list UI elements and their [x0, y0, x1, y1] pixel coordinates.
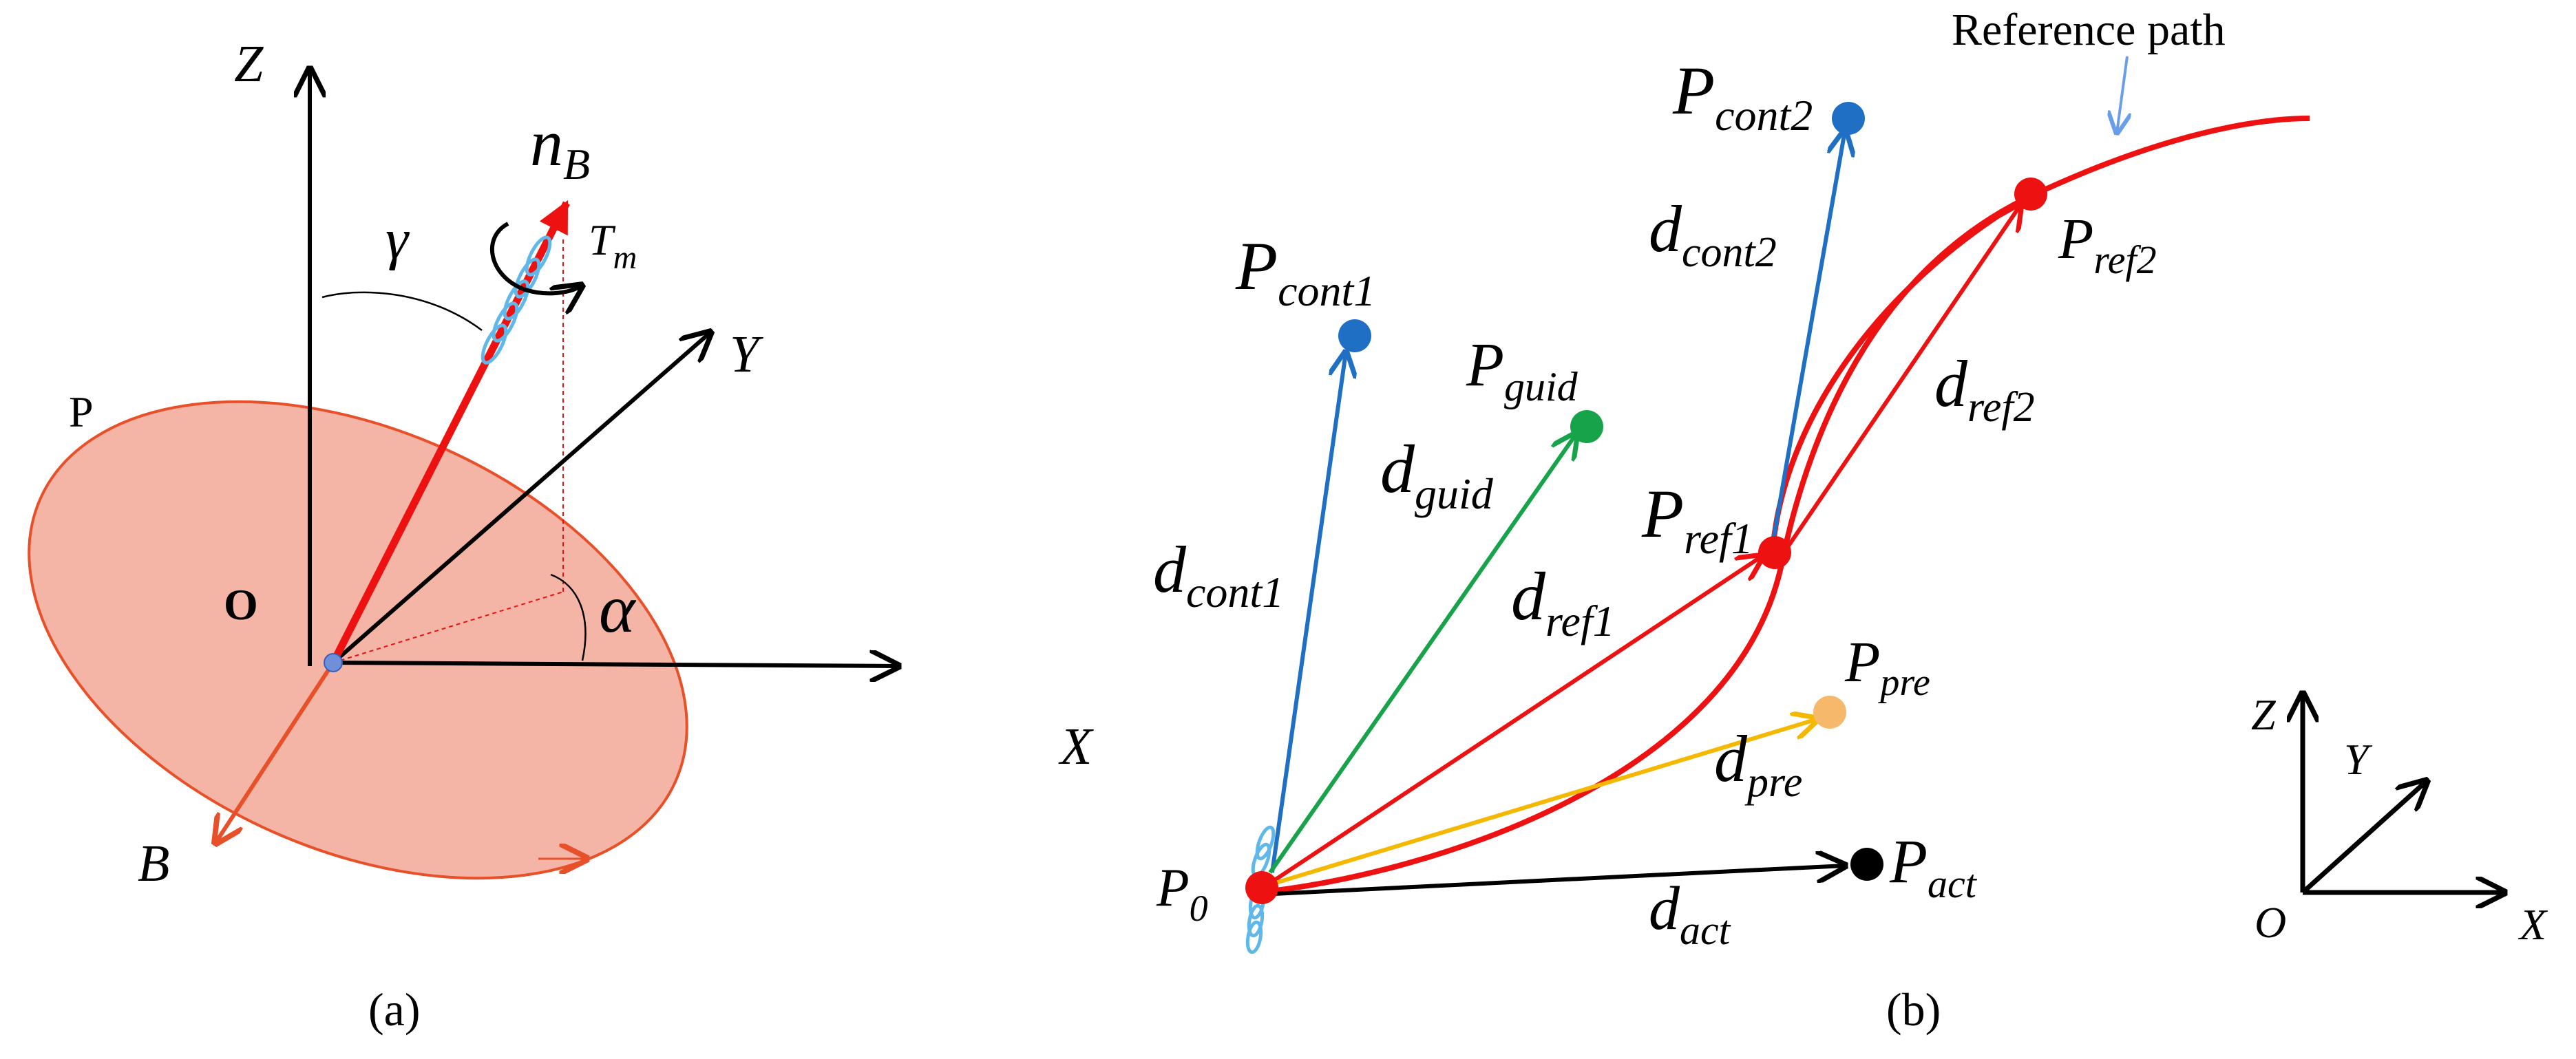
vector-d-cont2 [1771, 131, 1845, 544]
frame-o-label: O [2255, 898, 2286, 947]
normal-vector-line [330, 200, 570, 665]
vector-d-ref2 [1781, 205, 2020, 555]
vector-d-pre-label: dpre [1714, 722, 1802, 806]
axis-b-label: B [138, 835, 169, 892]
point-guid-label: Pguid [1466, 331, 1579, 409]
point-guid-dot [1570, 410, 1603, 443]
normal-label: nB [530, 106, 590, 189]
point-cont2-dot [1832, 102, 1865, 135]
vector-d-pre [1259, 719, 1817, 890]
angle-alpha-label: α [599, 570, 637, 647]
origin-label: O [224, 580, 258, 629]
frame-y-axis [2301, 781, 2427, 895]
point-cont1-label: Pcont1 [1235, 228, 1375, 315]
vector-d-guid-label: dguid [1380, 431, 1494, 518]
axis-z-label: Z [234, 35, 264, 93]
point-pre-dot [1813, 696, 1846, 729]
axis-y-label: Y [730, 325, 764, 383]
frame-y-label: Y [2344, 735, 2373, 784]
point-ref1-dot [1758, 536, 1791, 569]
vector-d-cont2-label: dcont2 [1649, 192, 1777, 276]
point-ref2-label: Pref2 [2058, 207, 2157, 282]
reference-path-callout-arrow [2117, 56, 2127, 133]
angle-gamma-arc [321, 291, 483, 332]
origin-dot [324, 653, 343, 672]
point-act-dot [1850, 848, 1883, 881]
reference-path-curve [1258, 116, 2310, 895]
caption-a: (a) [368, 983, 420, 1036]
angle-gamma-label: γ [386, 207, 410, 271]
panel-b: P0 Pcont1 Pguid Pref1 Pcont2 Pref2 Ppre … [1058, 5, 2548, 1036]
torque-arc [490, 222, 582, 293]
point-pre-label: Ppre [1844, 630, 1930, 704]
axis-y-line [332, 332, 710, 665]
vector-d-cont1 [1270, 352, 1346, 873]
reference-path-label: Reference path [1952, 5, 2226, 55]
vector-d-act-label: dact [1649, 875, 1731, 953]
projection-dashed-line [332, 591, 564, 663]
axis-x-line [332, 663, 898, 666]
point-act-label: Pact [1889, 828, 1978, 906]
vector-d-act [1259, 866, 1845, 897]
frame-z-label: Z [2251, 690, 2277, 739]
vector-d-ref1-label: dref1 [1511, 558, 1615, 645]
torque-label: Tm [589, 215, 637, 276]
plane-label: P [69, 387, 94, 436]
spring-coil [481, 235, 552, 365]
vector-d-cont1-label: dcont1 [1153, 533, 1284, 617]
angle-alpha-arc [550, 573, 587, 661]
left-axis-x-label: X [1058, 718, 1094, 775]
caption-b: (b) [1886, 983, 1941, 1036]
point-p0-label: P0 [1156, 857, 1208, 929]
vector-d-ref2-label: dref2 [1934, 347, 2035, 431]
axis-b-line [215, 661, 335, 843]
plane-ellipse [28, 400, 688, 880]
panel-a: Z Y B P O nB Tm γ α (a) [28, 35, 898, 1036]
point-ref1-label: Pref1 [1641, 475, 1753, 563]
point-ref2-dot [2014, 178, 2047, 211]
coordinate-frame: Z Y X O [2251, 690, 2548, 949]
point-p0-dot [1245, 871, 1278, 904]
frame-x-label: X [2517, 900, 2548, 949]
point-cont1-dot [1338, 319, 1371, 352]
vector-d-ref1 [1262, 556, 1762, 890]
vector-d-guid [1268, 434, 1576, 874]
point-cont2-label: Pcont2 [1672, 52, 1813, 140]
